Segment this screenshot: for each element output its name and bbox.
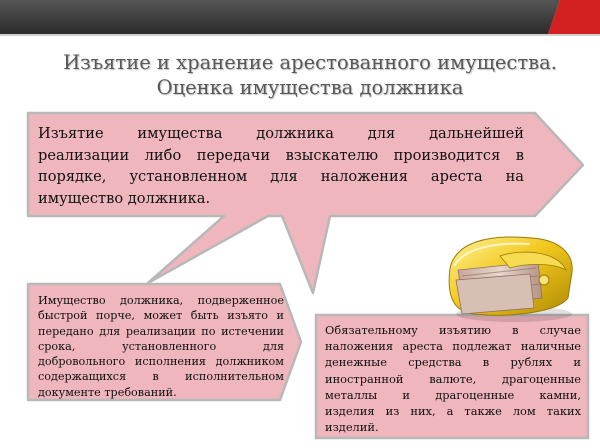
right-callout-line: изделий.	[325, 420, 379, 435]
main-callout-line: Изъятие имущества должника для дальнейше…	[38, 125, 524, 142]
left-callout-line: Имущество должника, подверженное	[38, 294, 284, 307]
left-callout-line: передано для реализации по истечении	[38, 324, 284, 338]
left-callout-line: срока, установленного для	[38, 339, 284, 353]
right-callout-line: Обязательному изъятию в случае	[325, 323, 581, 337]
main-callout-shape	[26, 111, 585, 295]
right-callout-shape	[314, 313, 590, 440]
title-line-2: Оценка имущества должника	[156, 76, 464, 99]
left-callout-shape	[26, 282, 303, 402]
top-decorative-band	[0, 0, 600, 36]
left-callout-line: быстрой порче, может быть изъято и	[38, 309, 284, 323]
title-line-1: Изъятие и хранение арестованного имущест…	[63, 51, 557, 74]
main-callout-line: реализации либо передачи взыскателю прои…	[38, 146, 524, 164]
right-callout-line: денежные средства в рублях и	[325, 355, 581, 370]
main-callout-line: порядке, установленном для наложения аре…	[38, 168, 524, 185]
main-callout-line: имущество должника.	[38, 189, 211, 207]
slide-title: Изъятие и хранение арестованного имущест…	[40, 50, 580, 100]
right-callout-text: Обязательному изъятию в случае наложения…	[325, 322, 581, 435]
wallet-with-banknotes-icon	[448, 236, 573, 322]
left-callout-line: документе требований.	[38, 385, 177, 399]
right-callout-line: наложения ареста подлежат наличные	[325, 339, 581, 354]
left-callout-line: содержащихся в исполнительном	[38, 370, 284, 384]
right-callout-line: изделия из них, а также лом таких	[325, 404, 581, 419]
main-callout-text: Изъятие имущества должника для дальнейше…	[38, 123, 524, 209]
right-callout-line: металлы и драгоценные камни,	[325, 387, 581, 402]
right-callout-line: иностранной валюте, драгоценные	[325, 371, 581, 386]
left-callout-line: добровольного исполнения должником	[38, 355, 284, 369]
left-callout-text: Имущество должника, подверженное быстрой…	[38, 293, 284, 400]
